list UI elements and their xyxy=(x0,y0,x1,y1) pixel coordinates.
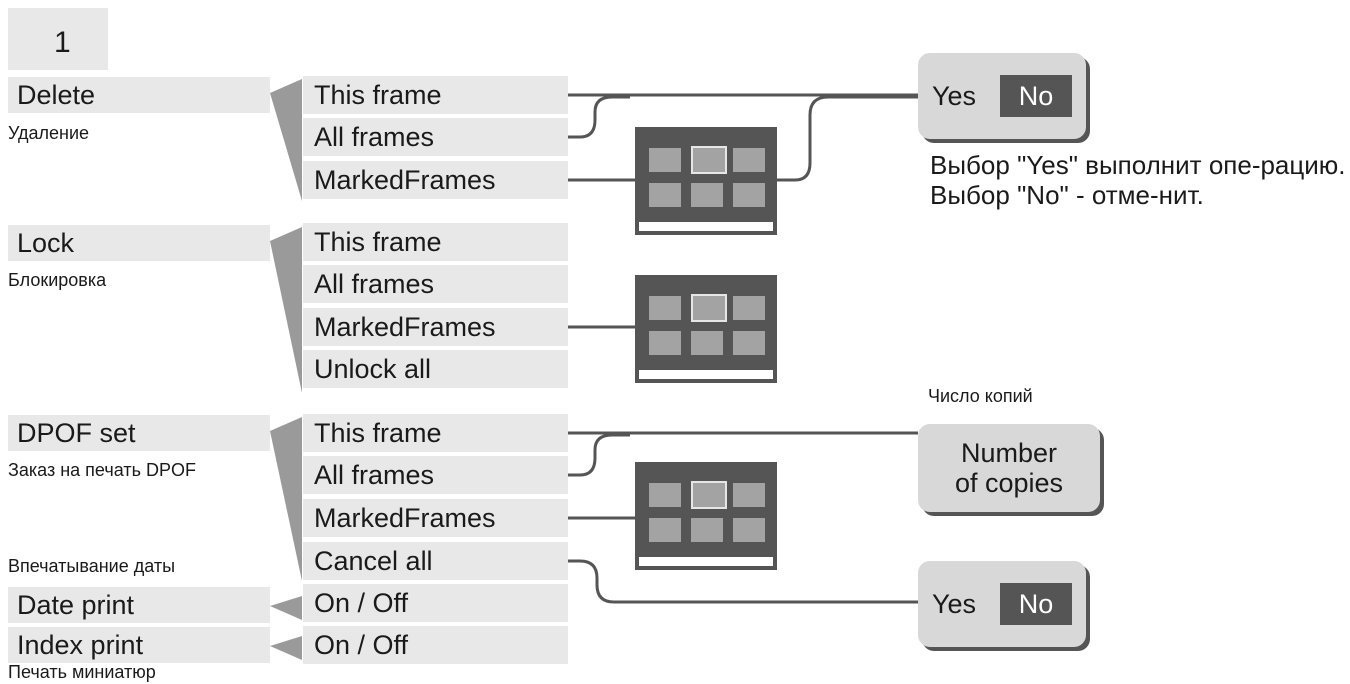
submenu-connector-date xyxy=(270,596,302,620)
option-marked-frames[interactable]: MarkedFrames xyxy=(303,499,568,537)
option-this-frame[interactable]: This frame xyxy=(303,76,568,114)
menu-item-index-print[interactable]: Index print xyxy=(8,627,270,663)
thumbnail[interactable] xyxy=(733,518,765,542)
yes-button[interactable]: Yes xyxy=(932,589,977,619)
menu-item-delete[interactable]: Delete xyxy=(8,77,270,113)
caption-date-print: Впечатывание даты xyxy=(8,556,176,576)
option-cancel-all[interactable]: Cancel all xyxy=(303,542,568,580)
option-on-off[interactable]: On / Off xyxy=(303,626,568,664)
grid-status-bar xyxy=(639,222,773,231)
frame-selection-grid[interactable] xyxy=(635,275,777,383)
menu-item-date-print[interactable]: Date print xyxy=(8,587,270,623)
confirm-note: Выбор "Yes" выполнит опе-рацию. Выбор "N… xyxy=(930,150,1350,210)
wire-dpof-cancel xyxy=(568,559,918,604)
thumbnail[interactable] xyxy=(733,296,765,320)
wire-delete-grid-dialog xyxy=(777,95,918,182)
wire-dpof-allframes xyxy=(568,433,630,477)
thumbnail[interactable] xyxy=(649,148,681,172)
no-button[interactable]: No xyxy=(1000,75,1072,117)
submenu-connector-dpof xyxy=(270,417,302,581)
option-unlock-all[interactable]: Unlock all xyxy=(303,350,568,388)
option-this-frame[interactable]: This frame xyxy=(303,414,568,452)
thumbnail[interactable] xyxy=(649,518,681,542)
selected-thumbnail[interactable] xyxy=(691,146,727,174)
option-all-frames[interactable]: All frames xyxy=(303,456,568,494)
menu-item-dpof-set[interactable]: DPOF set xyxy=(8,415,270,451)
no-button[interactable]: No xyxy=(1000,583,1072,625)
selected-thumbnail[interactable] xyxy=(691,294,727,322)
caption-delete: Удаление xyxy=(8,123,90,143)
thumbnail[interactable] xyxy=(691,331,723,355)
option-this-frame[interactable]: This frame xyxy=(303,223,568,261)
option-all-frames[interactable]: All frames xyxy=(303,265,568,303)
thumbnail[interactable] xyxy=(649,296,681,320)
menu-item-lock[interactable]: Lock xyxy=(8,225,270,261)
thumbnail[interactable] xyxy=(733,483,765,507)
thumbnail[interactable] xyxy=(733,331,765,355)
caption-number-of-copies: Число копий xyxy=(928,386,1033,406)
selected-thumbnail[interactable] xyxy=(691,481,727,509)
option-on-off[interactable]: On / Off xyxy=(303,584,568,622)
grid-status-bar xyxy=(639,370,773,379)
caption-dpof-set: Заказ на печать DPOF xyxy=(8,460,196,480)
yes-button[interactable]: Yes xyxy=(932,81,977,111)
thumbnail[interactable] xyxy=(691,518,723,542)
thumbnail[interactable] xyxy=(733,183,765,207)
thumbnail[interactable] xyxy=(691,183,723,207)
option-marked-frames[interactable]: MarkedFrames xyxy=(303,161,568,199)
thumbnail[interactable] xyxy=(649,183,681,207)
copies-label-line2: of copies xyxy=(954,468,1064,498)
submenu-connector-index xyxy=(270,636,302,660)
frame-selection-grid[interactable] xyxy=(635,127,777,235)
thumbnail[interactable] xyxy=(649,331,681,355)
caption-index-print: Печать миниатюр xyxy=(8,662,156,682)
frame-selection-grid[interactable] xyxy=(635,462,777,570)
number-of-copies-dialog[interactable]: Number of copies xyxy=(918,424,1100,512)
option-marked-frames[interactable]: MarkedFrames xyxy=(303,308,568,346)
page-tab[interactable]: 1 xyxy=(8,8,108,70)
thumbnail[interactable] xyxy=(649,483,681,507)
confirm-note-text: Выбор "Yes" выполнит опе-рацию. Выбор "N… xyxy=(930,150,1346,210)
submenu-connector-delete xyxy=(270,79,302,201)
caption-lock: Блокировка xyxy=(8,270,107,290)
copies-label-line1: Number xyxy=(960,438,1058,468)
cancel-confirm-dialog: Yes No xyxy=(918,561,1086,647)
thumbnail[interactable] xyxy=(733,148,765,172)
option-all-frames[interactable]: All frames xyxy=(303,118,568,156)
submenu-connector-lock xyxy=(270,227,302,393)
wire-delete-allframes xyxy=(568,95,630,139)
confirm-dialog: Yes No xyxy=(918,53,1086,139)
grid-status-bar xyxy=(639,557,773,566)
